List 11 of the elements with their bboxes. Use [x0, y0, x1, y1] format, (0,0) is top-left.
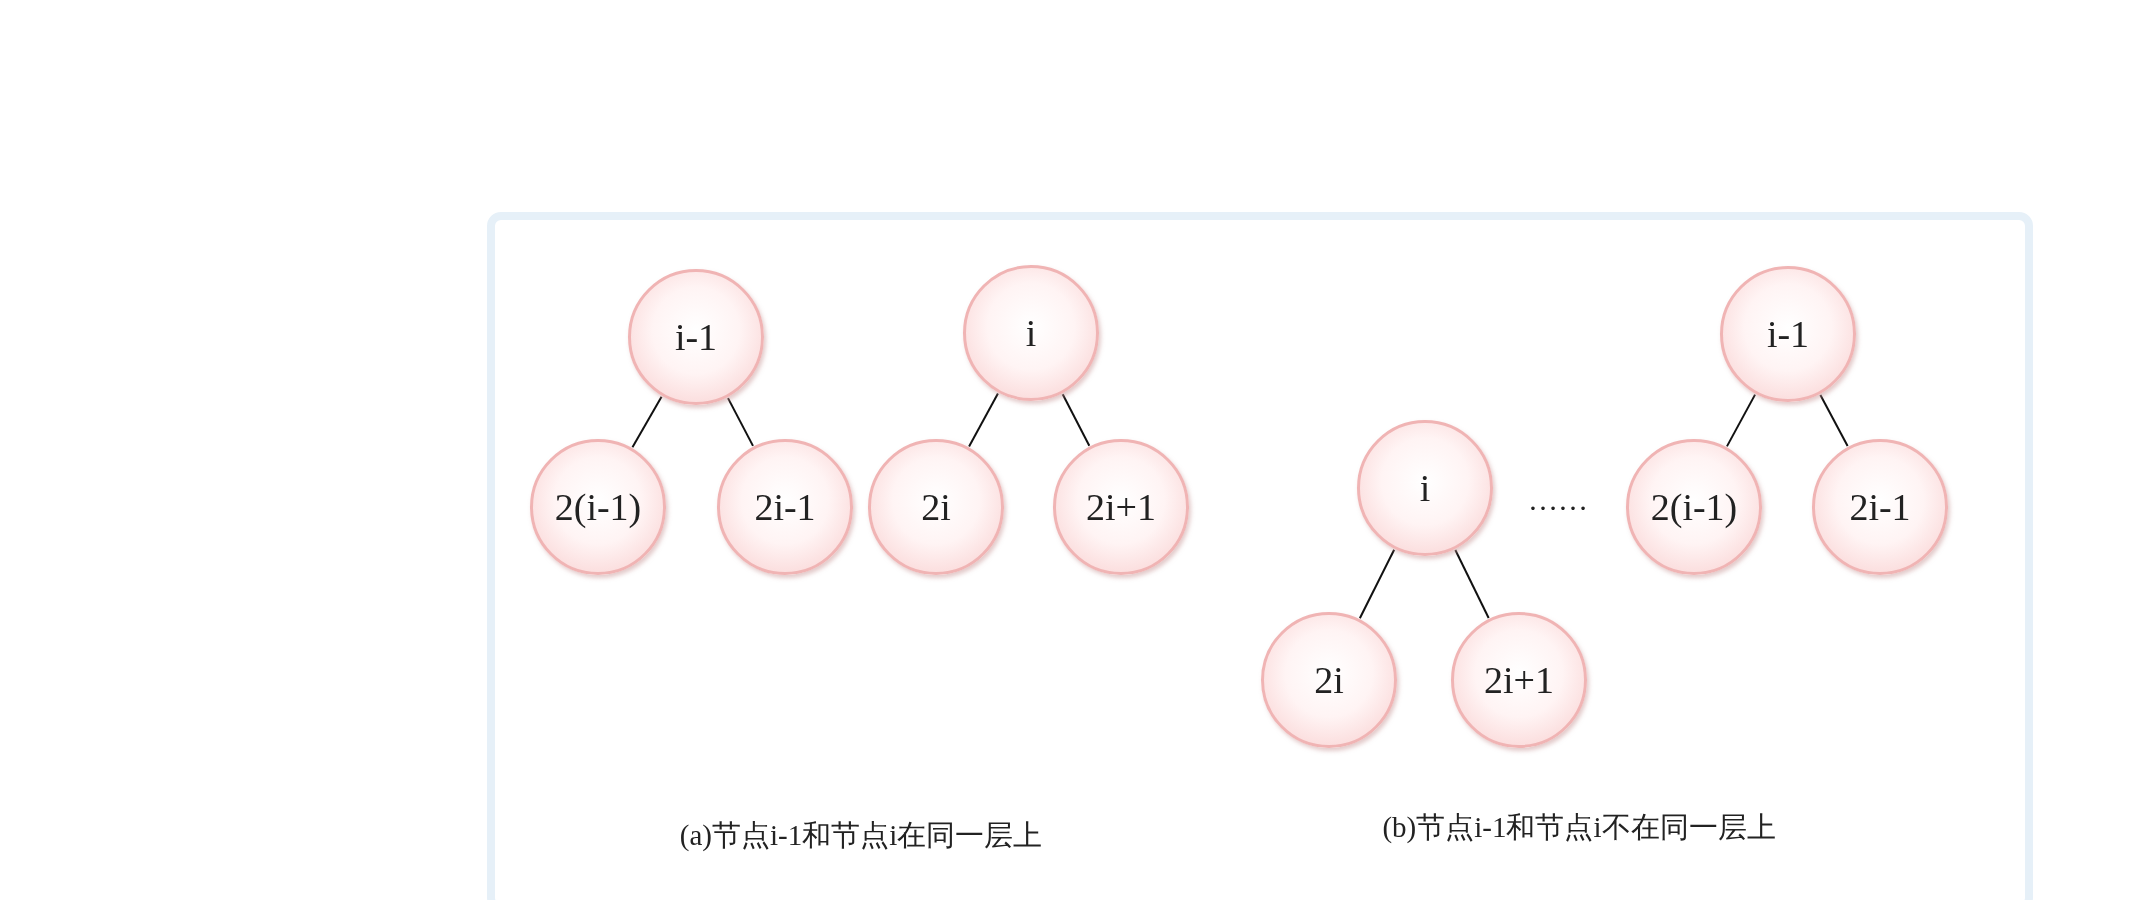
connector-line: [727, 397, 754, 447]
connector-line: [1454, 548, 1490, 620]
connector-line: [968, 392, 999, 448]
connector-line: [1819, 393, 1849, 448]
caption-text: (b)节点i-1和节点i不在同一层上: [1382, 810, 1776, 845]
ellipsis-dots: ……: [1528, 483, 1588, 517]
caption-text: (a)节点i-1和节点i在同一层上: [679, 818, 1043, 853]
connector-line: [1061, 393, 1091, 447]
connector-line: [1358, 548, 1396, 620]
connector-line: [631, 395, 663, 449]
connector-line: [1725, 393, 1757, 448]
